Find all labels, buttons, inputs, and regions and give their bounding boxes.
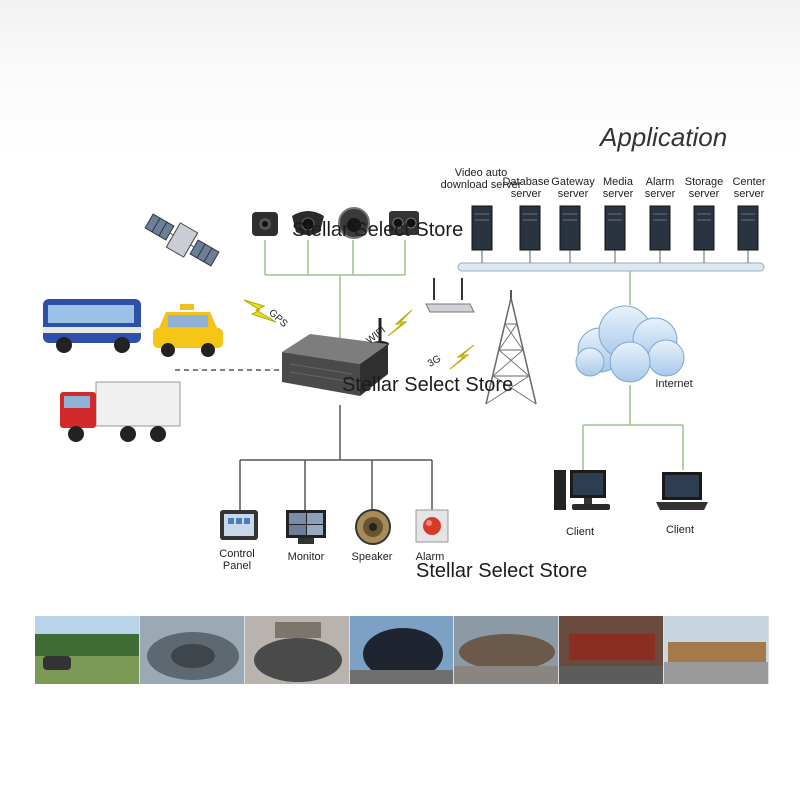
lightning-bolt-icon bbox=[243, 299, 277, 323]
mobile-dvr-icon bbox=[282, 318, 389, 396]
server-icon bbox=[559, 205, 581, 251]
taxi-icon bbox=[153, 304, 223, 357]
camera-icon bbox=[252, 212, 278, 236]
cloud-icon bbox=[575, 305, 685, 383]
device-label: Speaker bbox=[351, 551, 393, 563]
lightning-bolt-icon bbox=[387, 309, 413, 337]
server-label: Center server bbox=[732, 176, 766, 200]
dome-camera-icon bbox=[292, 211, 324, 235]
desktop-computer-icon bbox=[554, 470, 610, 510]
server-icon bbox=[471, 205, 493, 251]
satellite-icon bbox=[144, 213, 220, 267]
server-icon bbox=[737, 205, 759, 251]
client-label: Client bbox=[665, 524, 695, 536]
server-icon bbox=[604, 205, 626, 251]
watermark: Stellar Select Store bbox=[416, 560, 588, 582]
server-label: Alarm server bbox=[644, 176, 676, 200]
speaker-icon bbox=[355, 509, 391, 545]
server-label: Storage server bbox=[684, 176, 724, 200]
server-label: Database server bbox=[502, 176, 550, 200]
watermark: Stellar Select Store bbox=[292, 219, 464, 241]
watermark: Stellar Select Store bbox=[342, 374, 514, 396]
cell-tower-icon bbox=[485, 290, 537, 405]
control-panel-icon bbox=[220, 510, 258, 540]
camera-view-photo-strip bbox=[35, 616, 770, 684]
device-label: Control Panel bbox=[219, 548, 255, 572]
server-label: Gateway server bbox=[551, 176, 595, 200]
camera-view-photo bbox=[454, 616, 560, 684]
camera-icon bbox=[389, 211, 419, 235]
client-label: Client bbox=[565, 526, 595, 538]
server-icon bbox=[693, 205, 715, 251]
server-icon bbox=[519, 205, 541, 251]
lightning-bolt-icon bbox=[449, 344, 475, 370]
dome-camera-icon bbox=[338, 207, 370, 239]
server-label: Video auto download server bbox=[440, 167, 522, 191]
server-icon bbox=[649, 205, 671, 251]
device-label: Monitor bbox=[287, 551, 325, 563]
monitor-icon bbox=[286, 510, 326, 544]
server-label: Media server bbox=[602, 176, 634, 200]
bus-icon bbox=[43, 299, 141, 353]
camera-view-photo bbox=[139, 616, 245, 684]
alarm-icon bbox=[415, 509, 449, 543]
camera-view-photo bbox=[349, 616, 455, 684]
device-label: Alarm bbox=[415, 551, 445, 563]
camera-view-photo bbox=[559, 616, 665, 684]
wifi-router-icon bbox=[425, 278, 475, 313]
laptop-icon bbox=[656, 472, 708, 510]
truck-icon bbox=[60, 381, 181, 442]
internet-label: Internet bbox=[655, 378, 693, 390]
camera-view-photo bbox=[244, 616, 350, 684]
diagram-title: Application bbox=[600, 122, 728, 152]
camera-view-photo bbox=[664, 616, 770, 684]
camera-view-photo bbox=[35, 616, 140, 684]
